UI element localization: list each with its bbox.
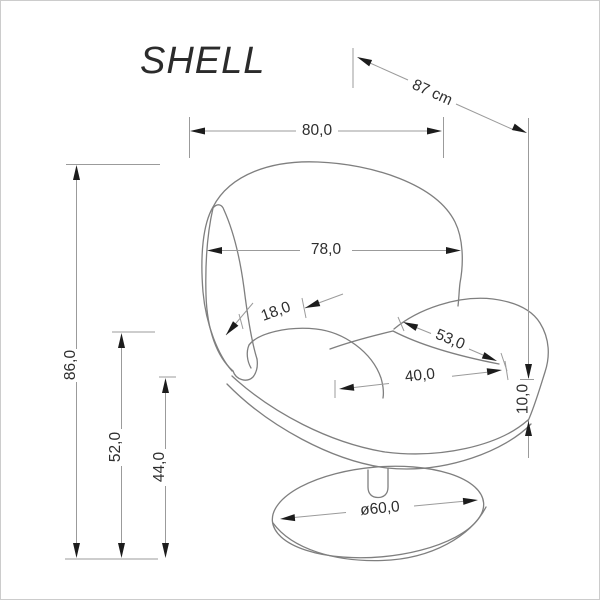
dim-label-44: 44,0 <box>151 452 168 483</box>
chair-outline <box>201 161 549 562</box>
arrowhead <box>511 123 527 133</box>
dim-seat-40: 40,0 <box>334 360 509 398</box>
dim-label-18: 18,0 <box>259 298 294 324</box>
right-armrest-inner-edge <box>392 330 500 365</box>
dim-label-52: 52,0 <box>107 432 124 463</box>
arrowhead <box>226 321 239 335</box>
arrowhead <box>280 514 296 522</box>
dim-height-86: 86,0 <box>62 164 160 560</box>
back-shell-silhouette <box>201 161 463 372</box>
dimension-lines: 87 cm 80,0 78,0 18,0 <box>62 48 534 560</box>
dim-height-52: 52,0 <box>107 331 155 558</box>
arrowhead <box>525 364 532 379</box>
dim-diagonal-87: 87 cm <box>352 48 527 133</box>
arrowhead <box>462 497 478 505</box>
arrowhead <box>73 543 80 558</box>
arrowhead <box>481 352 497 361</box>
shell-front-rim-lower <box>226 383 532 470</box>
arrowhead <box>525 421 532 436</box>
dim-label-80: 80,0 <box>302 122 333 139</box>
dim-label-10: 10,0 <box>515 384 532 415</box>
base-disc <box>271 465 485 559</box>
dim-width-78: 78,0 <box>207 241 461 258</box>
seat-cushion-left-edge <box>246 344 252 369</box>
arrowhead <box>486 368 502 376</box>
arrowhead <box>162 378 169 393</box>
arrowhead <box>403 322 419 331</box>
seat-cushion-top-edge <box>248 327 385 399</box>
dim-label-diameter-60: ø60,0 <box>359 498 400 519</box>
arrowhead <box>207 247 222 254</box>
arrowhead <box>339 383 355 391</box>
dim-width-80: 80,0 <box>189 117 444 158</box>
dim-label-78: 78,0 <box>311 241 342 258</box>
arrowhead <box>305 299 321 308</box>
dim-thickness-18: 18,0 <box>225 293 344 336</box>
dim-height-44: 44,0 <box>151 376 176 558</box>
dim-base-diameter-60: ø60,0 <box>280 497 478 522</box>
left-armrest-inner-edge <box>212 204 258 360</box>
arrowhead <box>446 247 461 254</box>
arrowhead <box>118 333 125 348</box>
dim-label-87cm: 87 cm <box>409 76 454 109</box>
shell-front-rim-upper <box>231 375 529 455</box>
base-disc-rim <box>272 506 487 562</box>
dim-thickness-10: 10,0 <box>515 118 534 458</box>
arrowhead <box>427 127 442 135</box>
arrowhead <box>162 543 169 558</box>
arrowhead <box>118 543 125 558</box>
seat-back-gap-line <box>329 330 394 350</box>
arrowhead <box>357 57 373 67</box>
left-armrest-foot <box>232 358 259 381</box>
right-armrest-outer-edge <box>393 297 549 422</box>
dim-label-86: 86,0 <box>62 350 79 381</box>
arrowhead <box>73 165 80 180</box>
arrowhead <box>190 127 205 135</box>
dim-label-40: 40,0 <box>404 365 436 385</box>
pedestal-stem <box>367 467 389 499</box>
page-title: SHELL <box>140 40 265 82</box>
left-armrest-outer-edge <box>205 207 234 372</box>
